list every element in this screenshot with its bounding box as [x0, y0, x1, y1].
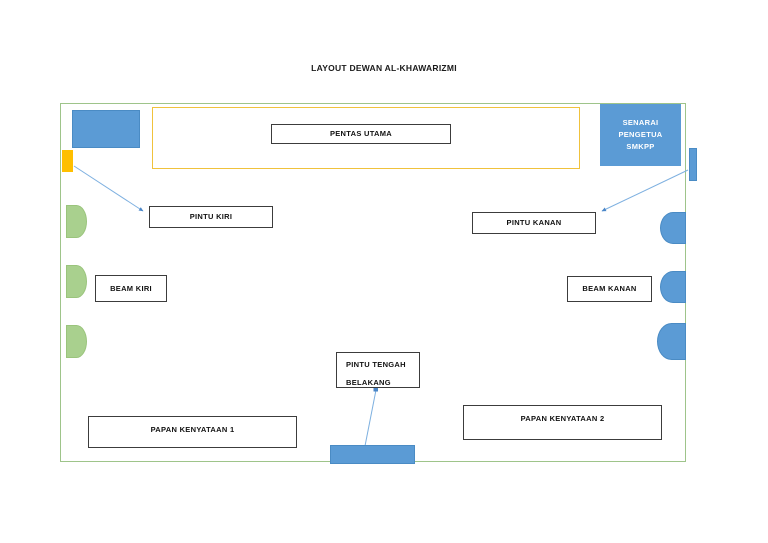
senarai-pengetua-line-2: PENGETUA: [618, 129, 663, 139]
wall-pad-left-3: [66, 325, 87, 358]
wall-pad-right-3: [657, 323, 686, 360]
blue-block-top-left: [72, 110, 140, 148]
orange-door-left-wall: [62, 150, 73, 172]
blue-block-rear-door: [330, 445, 415, 464]
wall-pad-right-1: [660, 212, 686, 244]
senarai-pengetua-line-1: SENARAI: [622, 117, 659, 127]
label-pintu-tengah-belakang-line-2: BELAKANG: [346, 377, 391, 387]
label-beam-kiri: BEAM KIRI: [95, 275, 167, 302]
label-pentas-utama: PENTAS UTAMA: [271, 124, 451, 144]
label-beam-kanan: BEAM KANAN: [567, 276, 652, 302]
label-pintu-kanan: PINTU KANAN: [472, 212, 596, 234]
blue-door-right-wall: [689, 148, 697, 181]
label-pintu-tengah-belakang: PINTU TENGAH BELAKANG: [336, 352, 420, 388]
label-papan-kenyataan-2: PAPAN KENYATAAN 2: [463, 405, 662, 440]
label-pintu-tengah-belakang-line-1: PINTU TENGAH: [346, 360, 406, 369]
wall-pad-right-2: [660, 271, 686, 303]
page-title: LAYOUT DEWAN AL-KHAWARIZMI: [311, 63, 457, 73]
wall-pad-left-2: [66, 265, 87, 298]
label-papan-kenyataan-1: PAPAN KENYATAAN 1: [88, 416, 297, 448]
senarai-pengetua-line-3: SMKPP: [626, 142, 655, 152]
stage-zone-outline: [152, 107, 580, 169]
label-pintu-kiri: PINTU KIRI: [149, 206, 273, 228]
wall-pad-left-1: [66, 205, 87, 238]
senarai-pengetua-card: SENARAI PENGETUA SMKPP: [600, 104, 681, 166]
